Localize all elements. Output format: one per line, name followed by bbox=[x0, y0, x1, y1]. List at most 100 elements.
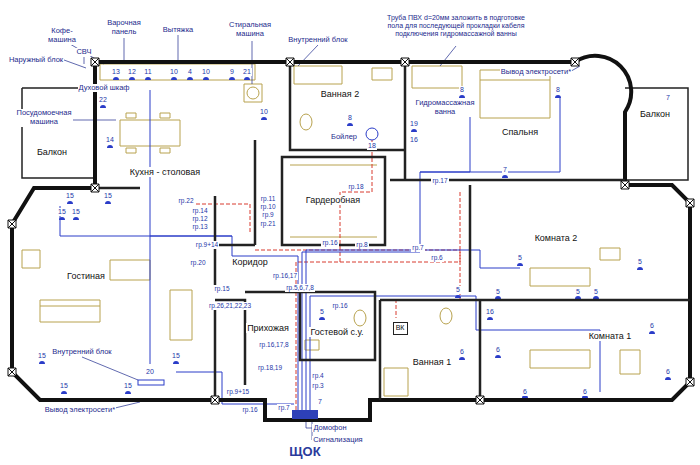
annotation: Посудомоечная машина bbox=[15, 109, 73, 126]
group-label: гр.16 bbox=[241, 406, 258, 413]
circuit-number: 22 bbox=[98, 96, 108, 104]
annotation: Гидромассажная ванна bbox=[412, 99, 478, 116]
circuit-number: 7 bbox=[665, 94, 671, 102]
group-label: гр.9+15 bbox=[226, 388, 250, 395]
room-name: Кухня - столовая bbox=[129, 167, 201, 177]
circuit-number: 15 bbox=[59, 382, 69, 390]
group-label: гр.10 bbox=[259, 203, 276, 210]
circuit-number: 5 bbox=[517, 254, 523, 262]
annotation: Внутренний блок bbox=[51, 348, 112, 357]
annotation: СВЧ bbox=[75, 48, 92, 57]
circuit-number: 6 bbox=[459, 348, 465, 356]
circuit-number: 16 bbox=[409, 136, 419, 144]
group-label: гр.16 bbox=[321, 239, 338, 246]
inner-walls bbox=[95, 62, 690, 400]
window-markers bbox=[8, 58, 694, 404]
annotation: Стиральная машина bbox=[224, 21, 276, 38]
circuit-number: 5 bbox=[575, 288, 581, 296]
circuit-number: 16 bbox=[485, 308, 495, 316]
circuit-number: 8 bbox=[459, 86, 465, 94]
room-name: Коридор bbox=[231, 257, 269, 267]
room-name: Ванная 2 bbox=[320, 89, 360, 99]
room-name: Гостиная bbox=[66, 271, 106, 281]
group-label: гр.16,17 bbox=[272, 272, 298, 279]
room-area: Комната 1 bbox=[480, 303, 690, 400]
circuit-number: 10 bbox=[201, 68, 211, 76]
room-name: Балкон bbox=[36, 147, 68, 157]
annotation: Духовой шкаф bbox=[78, 84, 131, 93]
room-area: Балкон bbox=[22, 88, 95, 178]
circuit-number: 5 bbox=[593, 288, 599, 296]
group-label: гр.11 bbox=[260, 195, 277, 202]
annotation: Варочная панель bbox=[103, 19, 145, 36]
group-label: гр.4 bbox=[311, 372, 324, 379]
leader-lines bbox=[64, 35, 580, 440]
room-area: Прихожая bbox=[245, 300, 300, 420]
room-area: Гостиная bbox=[12, 188, 215, 400]
circuit-number: 15 bbox=[71, 208, 81, 216]
circuit-number: 6 bbox=[665, 368, 671, 376]
circuit-number: 19 bbox=[409, 120, 419, 128]
circuit-number: 11 bbox=[143, 68, 152, 76]
group-label: гр.9 bbox=[261, 211, 274, 218]
circuit-number: 9 bbox=[229, 68, 235, 76]
panel-label: ЩОК bbox=[288, 445, 321, 460]
room-name: Балкон bbox=[639, 109, 671, 119]
group-label: гр.18 bbox=[347, 183, 364, 190]
air-conditioner-unit bbox=[138, 380, 164, 385]
group-label: гр.17 bbox=[431, 177, 448, 184]
circuit-number: 8 bbox=[347, 114, 353, 122]
group-label: гр.26,21,22,23 bbox=[208, 302, 252, 309]
circuit-number: 5 bbox=[455, 286, 461, 294]
circuit-number: 5 bbox=[637, 258, 643, 266]
circuit-number: 6 bbox=[649, 322, 655, 330]
group-label: гр.18,19 bbox=[257, 364, 283, 371]
group-label: гр.20 bbox=[189, 259, 206, 266]
distribution-board bbox=[292, 410, 318, 419]
room-area: Гардеробная bbox=[282, 157, 385, 245]
room-name: Гардеробная bbox=[305, 195, 361, 205]
balcony-outline bbox=[22, 88, 688, 180]
circuit-number: 7 bbox=[317, 398, 323, 406]
circuit-number: 6 bbox=[522, 388, 528, 396]
furniture bbox=[22, 64, 640, 396]
room-name: Спальня bbox=[501, 127, 539, 137]
room-area: Спальня bbox=[405, 62, 625, 180]
blue-wiring bbox=[60, 90, 600, 410]
group-label: гр.5,6,7,8 bbox=[285, 284, 315, 291]
group-label: гр.3 bbox=[311, 382, 324, 389]
circuit-number: 15 bbox=[65, 192, 75, 200]
circuit-number: 14 bbox=[105, 136, 115, 144]
room-name: ВК bbox=[396, 324, 405, 332]
group-label: гр.7 bbox=[277, 404, 290, 411]
circuit-number: 8 bbox=[555, 86, 561, 94]
room-name: Комната 1 bbox=[588, 331, 633, 341]
annotation: Сигнализация bbox=[312, 436, 363, 445]
annotation: Вывод электросети* bbox=[44, 406, 116, 415]
room-name: Ванная 1 bbox=[412, 357, 452, 367]
circuit-number: 15 bbox=[103, 192, 113, 200]
circuit-number: 7 bbox=[502, 166, 508, 174]
annotation: Домофон bbox=[312, 424, 347, 433]
circuit-number: 15 bbox=[123, 382, 133, 390]
group-label: гр.8 bbox=[355, 241, 368, 248]
group-label: гр.14 bbox=[191, 207, 208, 214]
circuit-number: 13 bbox=[111, 68, 121, 76]
circuit-number: 4 bbox=[187, 68, 193, 76]
annotation: Вытяжка bbox=[162, 26, 195, 35]
annotation: Наружный блок bbox=[8, 56, 64, 65]
circuit-number: 15 bbox=[37, 352, 47, 360]
circuit-number: 12 bbox=[127, 68, 137, 76]
annotation: Бойлер bbox=[330, 133, 358, 142]
room-area: Комната 2 bbox=[470, 185, 690, 300]
circuit-number: 18 bbox=[367, 142, 377, 150]
circuit-number: 6 bbox=[495, 346, 501, 354]
group-label: гр.21 bbox=[259, 220, 276, 227]
outer-walls bbox=[12, 56, 690, 420]
room-area: Балкон bbox=[625, 88, 688, 180]
socket-symbols bbox=[39, 77, 671, 398]
annotation: Кофе- машина bbox=[46, 27, 78, 44]
